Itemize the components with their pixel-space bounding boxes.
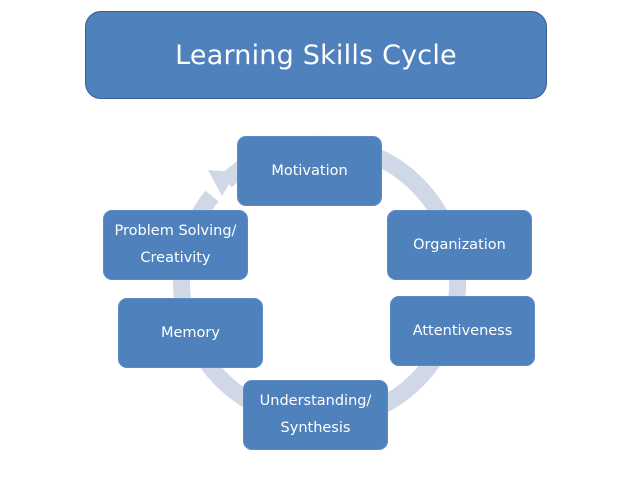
node-label: Memory: [161, 324, 220, 341]
node-attentiveness: Attentiveness: [390, 296, 535, 366]
node-label: Organization: [413, 236, 506, 253]
node-organization: Organization: [387, 210, 532, 280]
title-box: Learning Skills Cycle: [85, 11, 547, 99]
node-understanding-synthesis: Understanding/ Synthesis: [243, 380, 388, 450]
node-motivation: Motivation: [237, 136, 382, 206]
node-label-line1: Problem Solving/: [114, 223, 237, 239]
node-label: Motivation: [271, 162, 348, 179]
diagram-title: Learning Skills Cycle: [175, 39, 457, 71]
node-label-line2: Synthesis: [280, 420, 351, 436]
node-label-line2: Creativity: [140, 250, 211, 266]
arrowhead-icon: [208, 170, 236, 196]
node-label-line1: Understanding/: [259, 393, 372, 409]
node-memory: Memory: [118, 298, 263, 368]
node-label: Attentiveness: [412, 322, 513, 339]
node-problem-solving-creativity: Problem Solving/ Creativity: [103, 210, 248, 280]
